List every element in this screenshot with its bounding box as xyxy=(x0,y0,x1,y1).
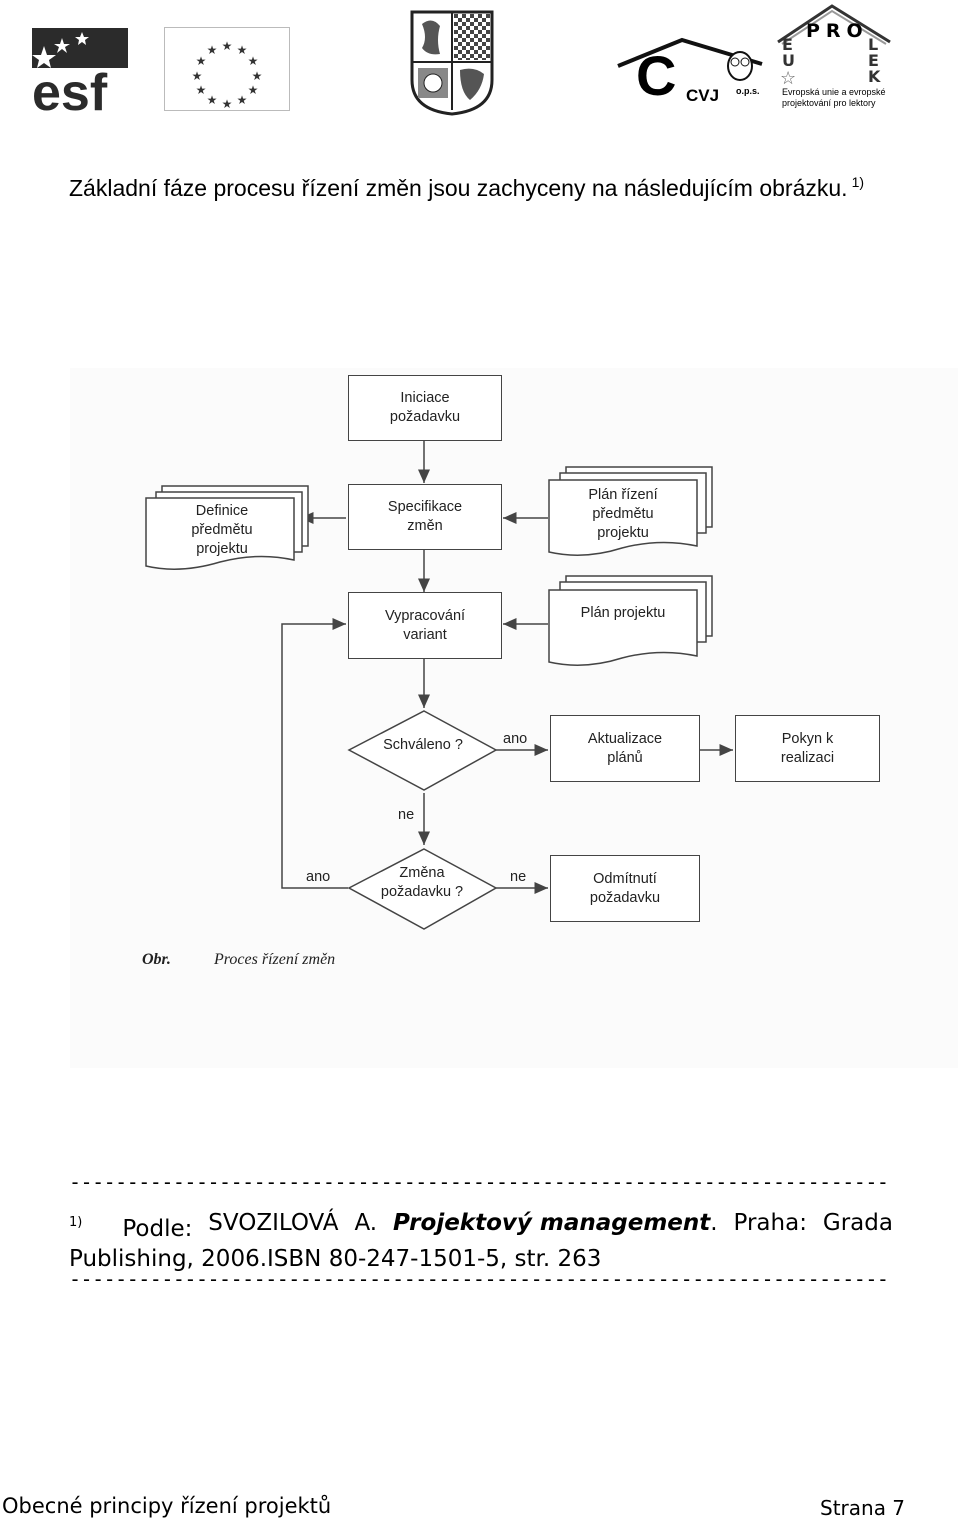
svg-text:E: E xyxy=(782,35,793,54)
node-plan-rizeni-label: Plán řízení předmětu projektu xyxy=(588,487,658,541)
node-iniciace: Iniciace požadavku xyxy=(348,375,502,441)
node-specifikace-label: Specifikace změn xyxy=(387,499,463,534)
reference-line-2: Publishing, 2006.ISBN 80-247-1501-5, str… xyxy=(69,1246,602,1272)
svg-text:U: U xyxy=(782,51,795,70)
eu-prolek-logo: E U L E K ☆ xyxy=(772,2,892,112)
node-pokyn: Pokyn k realizaci xyxy=(735,715,880,782)
svg-text:★: ★ xyxy=(196,54,207,68)
node-definice-label: Definice předmětu projektu xyxy=(191,503,253,557)
reference-line-1: 1) Podle: SVOZILOVÁ A. Projektový managem… xyxy=(69,1208,893,1244)
node-aktualizace: Aktualizace plánů xyxy=(550,715,700,782)
figure-caption: Proces řízení změn xyxy=(214,951,336,968)
reference-title-wrap: Projektový management. xyxy=(393,1208,718,1244)
cvj-logo xyxy=(612,36,772,108)
node-vypracovani: Vypracování variant xyxy=(348,592,502,659)
reference-initial: A. xyxy=(354,1210,378,1236)
node-vypracovani-label: Vypracování variant xyxy=(384,607,466,643)
edge-label-ne-middle: ne xyxy=(398,807,415,823)
svg-text:L: L xyxy=(868,35,878,54)
node-odmitnuti: Odmítnutí požadavku xyxy=(550,855,700,922)
node-specifikace: Specifikace změn xyxy=(348,484,502,550)
esf-logo: esf xyxy=(32,28,128,122)
reference-publisher: Grada xyxy=(822,1210,893,1236)
reference-author: SVOZILOVÁ xyxy=(208,1210,339,1236)
reference-city: Praha: xyxy=(733,1210,807,1236)
svg-text:E: E xyxy=(868,51,879,70)
intro-footnote-mark: 1) xyxy=(851,174,865,190)
prolek-subtitle: Evropská unie a evropské projektování pr… xyxy=(782,87,886,108)
node-plan-projektu-label: Plán projektu xyxy=(580,605,666,621)
svg-text:★: ★ xyxy=(207,93,218,107)
node-pokyn-label: Pokyn k realizaci xyxy=(780,730,835,766)
page-number: Strana 7 xyxy=(820,1496,906,1520)
cvj-logo-ops: o.p.s. xyxy=(736,86,760,96)
svg-text:★: ★ xyxy=(248,54,259,68)
intro-text: Základní fáze procesu řízení změn jsou z… xyxy=(69,168,864,202)
diagram-connectors xyxy=(145,441,733,930)
svg-text:★: ★ xyxy=(252,69,263,83)
eu-flag-logo: ★★★ ★★★ ★★★ ★★★ xyxy=(164,27,290,111)
edge-label-ne-right: ne xyxy=(510,869,527,885)
reference: 1) Podle: SVOZILOVÁ A. Projektový managem… xyxy=(69,1208,893,1274)
svg-text:K: K xyxy=(868,67,881,86)
svg-text:★: ★ xyxy=(237,93,248,107)
node-aktualizace-label: Aktualizace plánů xyxy=(587,730,663,766)
prolek-title: PRO xyxy=(806,20,869,42)
reference-title: Projektový management xyxy=(393,1210,711,1236)
node-zmena-label: Změna požadavku ? xyxy=(380,865,464,900)
edge-label-ano-left: ano xyxy=(306,869,331,885)
svg-text:★: ★ xyxy=(248,83,259,97)
reference-title-dot: . xyxy=(710,1210,718,1236)
svg-text:★: ★ xyxy=(196,83,207,97)
cvj-logo-letter: C xyxy=(636,44,676,107)
node-iniciace-label: Iniciace požadavku xyxy=(389,390,461,425)
edge-label-ano-top: ano xyxy=(503,731,528,747)
reference-mark: 1) xyxy=(69,1215,83,1230)
cvj-logo-text: CVJ xyxy=(686,86,720,105)
node-odmitnuti-label: Odmítnutí požadavku xyxy=(589,870,661,906)
regional-crest-logo xyxy=(410,10,494,116)
separator-bottom: ----------------------------------------… xyxy=(69,1267,889,1291)
svg-text:★: ★ xyxy=(237,43,248,57)
svg-text:★: ★ xyxy=(222,39,233,53)
node-schvaleno-label: Schváleno ? xyxy=(383,737,463,753)
reference-mark-wrap: 1) Podle: xyxy=(69,1208,192,1244)
separator-top: ----------------------------------------… xyxy=(69,1170,889,1194)
svg-text:★: ★ xyxy=(222,97,233,110)
svg-text:☆: ☆ xyxy=(780,68,796,86)
footer-title: Obecné principy řízení projektů xyxy=(2,1494,332,1518)
svg-text:★: ★ xyxy=(207,43,218,57)
reference-word-podle: Podle: xyxy=(122,1216,193,1242)
intro-sentence: Základní fáze procesu řízení změn jsou z… xyxy=(69,175,848,201)
figure-caption-prefix: Obr. xyxy=(142,951,171,968)
svg-text:★: ★ xyxy=(192,69,203,83)
